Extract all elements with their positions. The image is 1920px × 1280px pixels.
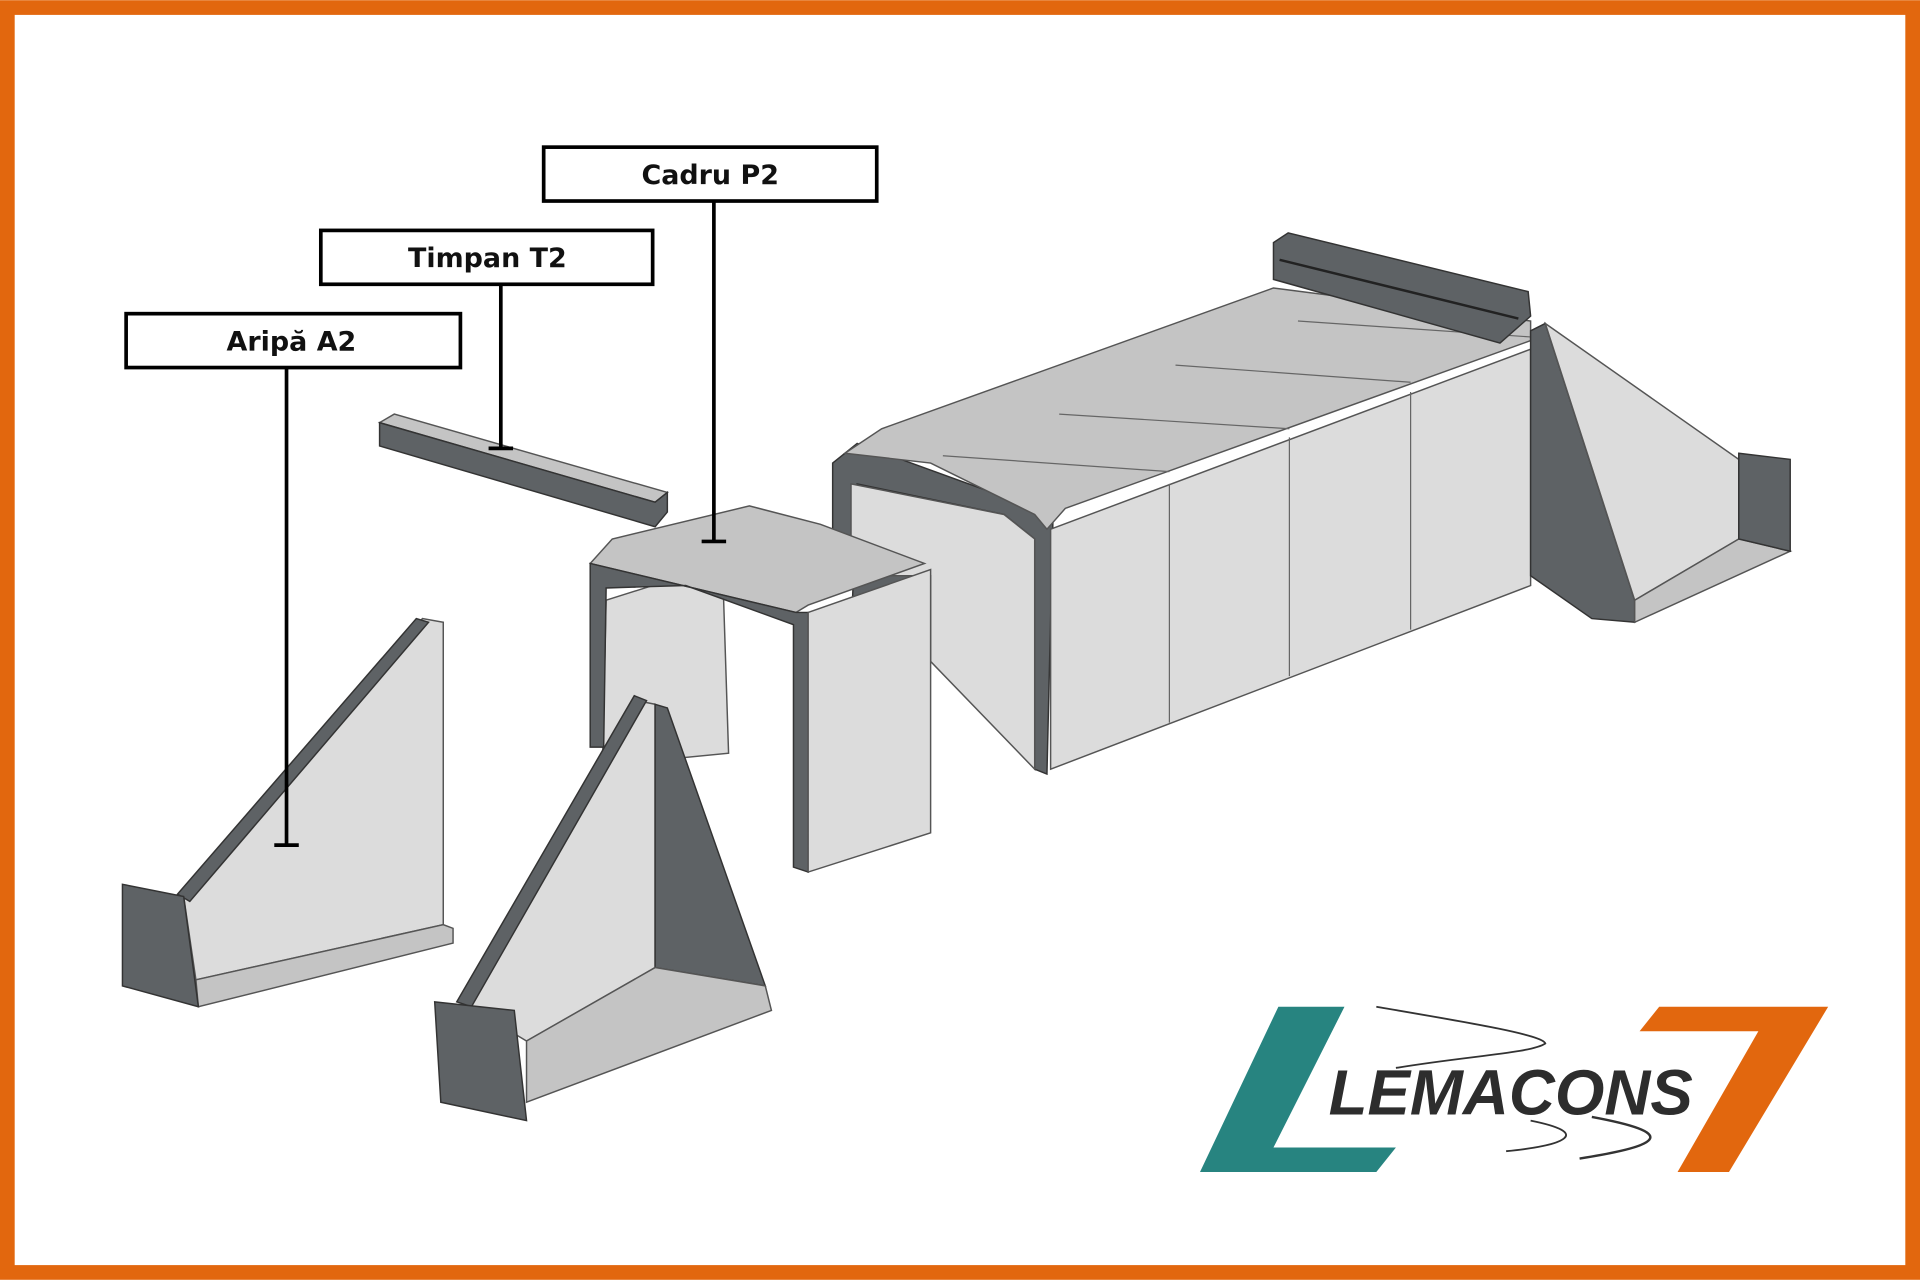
label-timpan-text: Timpan T2 <box>408 243 567 274</box>
label-cadru-p2: Cadru P2 <box>541 145 879 544</box>
timpan-t2-beam <box>377 413 669 528</box>
tunnel-assembly <box>831 232 1532 776</box>
label-aripa-a2: Aripă A2 <box>124 311 463 847</box>
right-wing <box>1529 321 1793 624</box>
label-cadru-text: Cadru P2 <box>641 160 778 191</box>
front-wing <box>433 694 773 1122</box>
aripa-a2-wing <box>121 617 454 1008</box>
lemacons-logo: LEMACONS <box>1200 1005 1829 1173</box>
label-aripa-text: Aripă A2 <box>227 326 357 357</box>
label-timpan-t2: Timpan T2 <box>318 228 655 451</box>
logo-text: LEMACONS <box>1329 1057 1693 1128</box>
